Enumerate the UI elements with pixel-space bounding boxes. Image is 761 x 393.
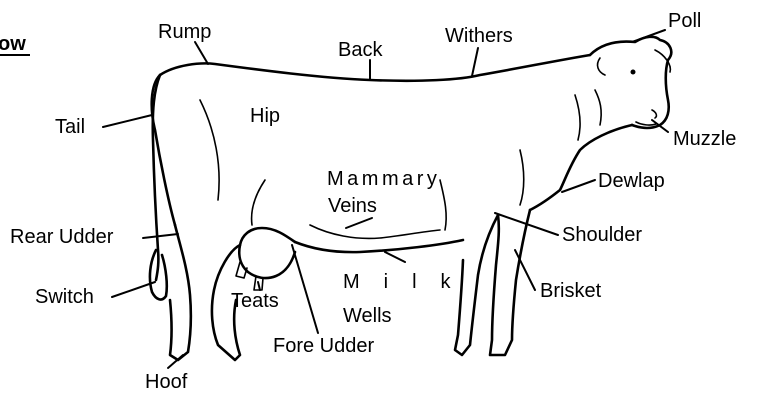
label-mammary-veins-line1: Mammary xyxy=(327,168,440,190)
leader-shoulder xyxy=(495,213,558,235)
cow-belly xyxy=(295,240,463,252)
header-partial-text: ow xyxy=(0,33,26,55)
cow-eye xyxy=(631,70,636,75)
label-hoof: Hoof xyxy=(145,371,188,393)
cow-thigh-line xyxy=(200,100,219,200)
label-milk-wells-line1: Milk xyxy=(343,271,475,293)
cow-illustration xyxy=(150,37,671,360)
cow-neck-underside xyxy=(530,125,632,210)
cow-neck-fold-2 xyxy=(575,95,580,140)
cow-neck-fold-1 xyxy=(595,90,601,125)
label-mammary-veins-line2: Veins xyxy=(328,195,377,217)
leader-rump xyxy=(195,42,208,64)
label-brisket: Brisket xyxy=(540,280,602,302)
label-shoulder: Shoulder xyxy=(562,224,642,246)
label-withers: Withers xyxy=(445,25,513,47)
cow-nostril xyxy=(652,110,656,118)
label-hip: Hip xyxy=(250,105,280,127)
leader-withers xyxy=(472,48,478,76)
cow-hind-leg-back xyxy=(170,225,191,360)
leader-fore-udder xyxy=(292,245,318,333)
header-partial: ow xyxy=(0,33,30,55)
cow-mammary-vein xyxy=(310,225,440,238)
cow-ear xyxy=(655,50,670,72)
leader-teats xyxy=(258,282,260,290)
cow-flank-line xyxy=(252,180,265,225)
leader-mammary-veins xyxy=(346,218,372,228)
label-dewlap: Dewlap xyxy=(598,170,665,192)
cow-udder xyxy=(239,228,295,278)
label-rear-udder: Rear Udder xyxy=(10,226,114,248)
label-milk-wells-line2: Wells xyxy=(343,305,392,327)
leader-milk-wells xyxy=(385,252,405,262)
cow-ear-2 xyxy=(598,58,605,75)
label-switch: Switch xyxy=(35,286,94,308)
cow-head xyxy=(590,37,671,128)
label-fore-udder: Fore Udder xyxy=(273,335,374,357)
leader-tail xyxy=(103,115,152,127)
leader-switch xyxy=(112,282,155,297)
label-back: Back xyxy=(338,39,383,61)
labels: Rump Back Withers Poll Tail Hip Muzzle D… xyxy=(10,10,736,393)
cow-mouth xyxy=(636,122,656,125)
label-muzzle: Muzzle xyxy=(673,128,736,150)
cow-shoulder-line xyxy=(520,150,524,205)
label-rump: Rump xyxy=(158,21,211,43)
leader-rear-udder xyxy=(143,234,178,238)
cow-front-leg-near xyxy=(490,210,530,355)
label-teats: Teats xyxy=(231,290,279,312)
cow-belly-line xyxy=(440,180,446,230)
leader-dewlap xyxy=(562,180,595,192)
label-tail: Tail xyxy=(55,116,85,138)
label-poll: Poll xyxy=(668,10,701,32)
